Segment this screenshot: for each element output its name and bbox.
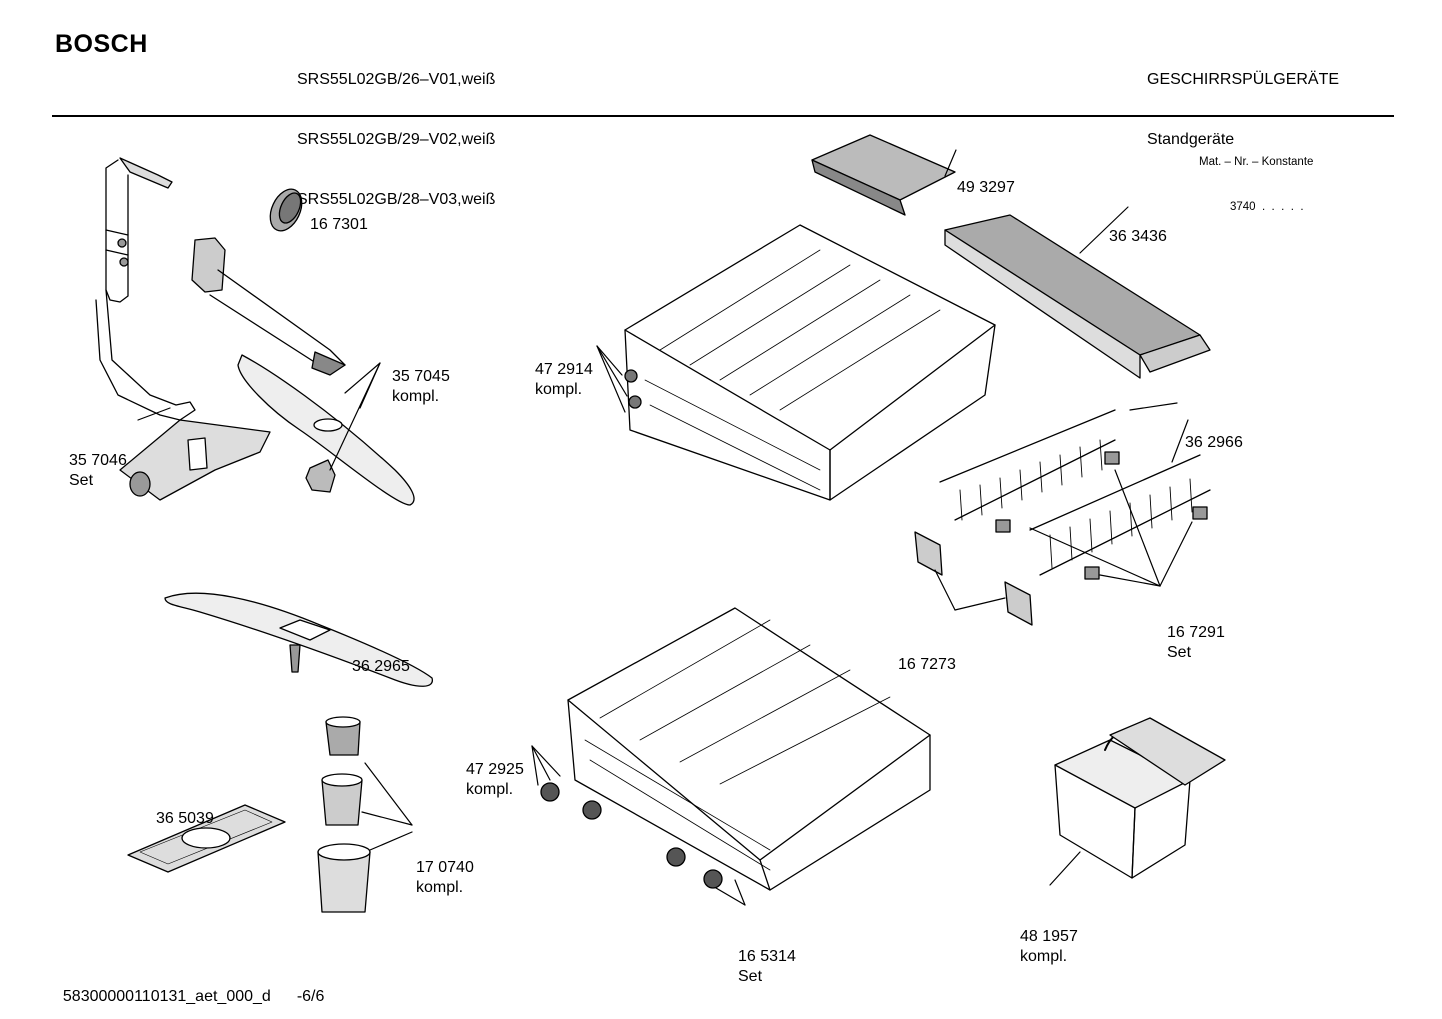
model-line: SRS55L02GB/28–V03,weiß <box>297 191 496 208</box>
constant-block: Mat. – Nr. – Konstante 3740 . . . . . <box>1199 125 1313 230</box>
constant-value: 3740 . . . . . <box>1230 201 1304 213</box>
wheels-drawing <box>540 782 723 889</box>
lower-spray-arm-drawing <box>164 592 433 687</box>
flat-filter-drawing <box>127 804 286 873</box>
upper-basket-drawing <box>624 224 996 501</box>
model-line: SRS55L02GB/26–V01,weiß <box>297 71 496 88</box>
part-label: 36 2965 <box>352 658 410 675</box>
spray-pipe-drawing <box>95 157 196 421</box>
header-divider <box>52 115 1394 117</box>
part-label: 49 3297 <box>957 179 1015 196</box>
subcategory-title: Standgeräte <box>1147 131 1235 148</box>
part-label: 36 3436 <box>1109 228 1167 245</box>
footer: 58300000110131_aet_000_d -6/6 <box>54 970 325 1006</box>
cup-shelf-drawing <box>811 134 956 216</box>
document-id: 58300000110131_aet_000_d <box>62 988 271 1005</box>
cutlery-basket-drawing <box>1054 717 1226 879</box>
micro-filter-drawing <box>317 716 371 913</box>
part-label: 36 2966 <box>1185 434 1243 451</box>
clips-drawing <box>914 451 1208 626</box>
brand-logo: BOSCH <box>55 30 148 58</box>
tine-rack-drawing <box>939 409 1211 576</box>
upper-spray-arm-drawing <box>191 237 415 506</box>
constant-label: Mat. – Nr. – Konstante <box>1199 156 1314 168</box>
category-block: GESCHIRRSPÜLGERÄTE Standgeräte <box>1147 30 1339 170</box>
filter-housing-drawing <box>119 419 271 501</box>
category-title: GESCHIRRSPÜLGERÄTE <box>1147 71 1340 88</box>
leader-lines <box>137 149 1193 906</box>
lower-basket-drawing <box>567 607 931 891</box>
page-number: -6/6 <box>296 988 325 1005</box>
part-label: 36 5039 <box>156 810 214 827</box>
part-label: 16 7273 <box>898 656 956 673</box>
model-line: SRS55L02GB/29–V02,weiß <box>297 131 496 148</box>
part-label: 16 7301 <box>310 216 368 233</box>
model-list: SRS55L02GB/26–V01,weiß SRS55L02GB/29–V02… <box>297 30 495 230</box>
cutlery-tray-drawing <box>944 214 1211 379</box>
nozzle-drawing <box>269 188 303 232</box>
